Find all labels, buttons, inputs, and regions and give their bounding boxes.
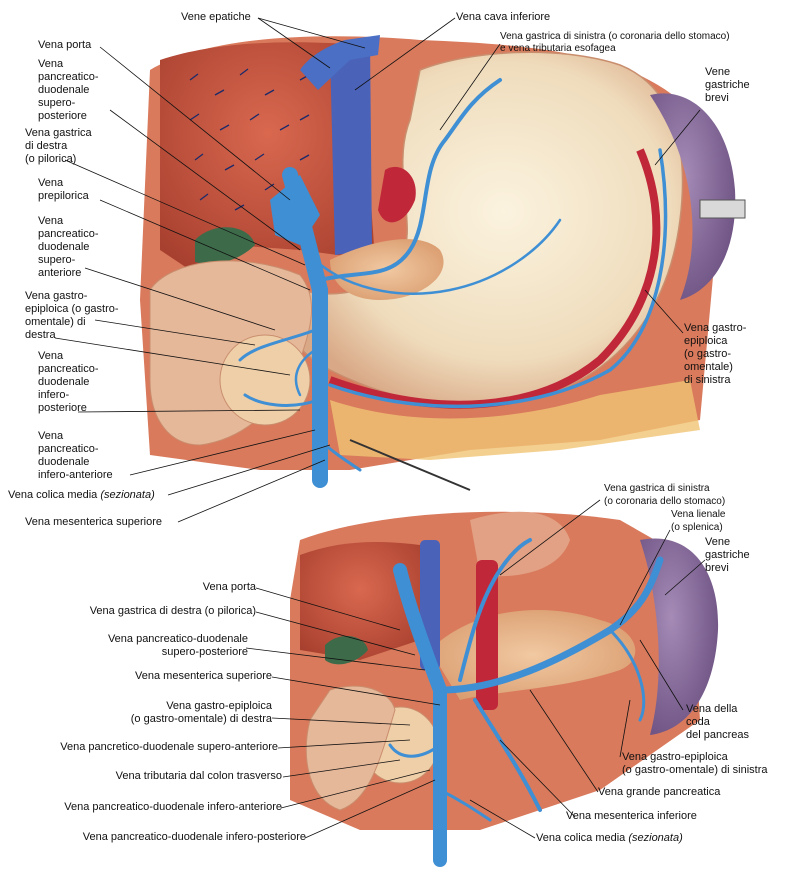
vena-pd-vessel-2 (243, 393, 320, 407)
label-vena-colica-media-top: Vena colica media (sezionata) (8, 489, 155, 501)
vena-gastrica-destra-vessel (303, 218, 562, 295)
label-vena-gastroepiploica-sinistra-bottom: Vena gastro-epiploica (o gastro-omentale… (622, 751, 768, 776)
celiac-artery (378, 166, 416, 223)
bottom-liver (300, 542, 420, 660)
bottom-vena-lienale-vessel (436, 556, 664, 694)
label-vena-coda-pancreas: Vena della coda del pancreas (686, 703, 749, 741)
label-vena-pd-supero-anteriore-top: Vena pancreatico- duodenale supero- ante… (38, 215, 99, 279)
bottom-stomach-remnant (470, 511, 570, 577)
bottom-vena-porta-vessel (393, 563, 447, 867)
label-vena-porta-bottom: Vena porta (202, 581, 256, 593)
vena-gastroepiploica-sinistra-vessel (328, 148, 668, 409)
label-vena-colica-media-bottom: Vena colica media (sezionata) (536, 832, 683, 844)
spleen (650, 93, 736, 300)
vena-pd-vessel-3 (294, 348, 317, 397)
label-vena-lienale: Vena lienale (o splenica) (671, 509, 726, 533)
bottom-vena-gastroepiploica-sinistra-vessel (608, 628, 646, 722)
label-vena-mesenterica-superiore-top: Vena mesenterica superiore (25, 516, 162, 528)
label-vene-epatiche: Vene epatiche (181, 11, 251, 23)
bottom-vena-mesenterica-inferiore-vessel (473, 698, 542, 812)
bottom-vena-pd-vessel (388, 743, 442, 758)
label-vena-pd-infero-anteriore-bottom: Vena pancreatico-duodenale infero-anteri… (64, 801, 282, 813)
liver-flow-arrows (189, 68, 310, 211)
top-figure (140, 35, 746, 491)
label-vena-gastrica-destra-top: Vena gastrica di destra (o pilorica) (25, 127, 92, 165)
vena-gastrica-sinistra-vessel (318, 78, 502, 282)
label-vena-gastroepiploica-sinistra-top: Vena gastro- epiploica (o gastro- omenta… (684, 322, 747, 386)
label-vena-pd-supero-posteriore-bottom: Vena pancreatico-duodenale supero-poster… (107, 633, 248, 658)
omentum (330, 380, 700, 460)
label-vena-tributaria-colon: Vena tributaria dal colon trasverso (115, 770, 282, 782)
vena-cava-inferiore-shape (330, 40, 372, 255)
bottom-spleen (640, 538, 719, 735)
label-vena-gastrica-sinistra: Vena gastrica di sinistra (o coronaria d… (500, 31, 730, 42)
label-vene-gastriche-brevi-top: Vene gastriche brevi (705, 66, 750, 104)
label-vena-gastroepiploica-destra-bottom: Vena gastro-epiploica (o gastro-omentale… (130, 700, 272, 725)
vene-epatiche-shape (300, 35, 380, 90)
leader-lines (54, 17, 706, 839)
label-vena-gastroepiploica-destra-top: Vena gastro- epiploica (o gastro- omenta… (25, 290, 119, 341)
label-vena-pd-infero-posteriore-top: Vena pancreatico- duodenale infero- post… (38, 350, 99, 414)
bottom-vena-colica-vessel (438, 788, 492, 822)
bottom-gallbladder (325, 635, 368, 665)
forceps (349, 439, 471, 491)
bottom-vena-gastrica-sinistra-vessel (458, 538, 532, 682)
label-vena-cava-inferiore: Vena cava inferiore (456, 11, 551, 23)
label-vena-porta-top: Vena porta (38, 39, 92, 51)
bottom-venous-system (388, 538, 664, 867)
label-vena-mesenterica-inferiore: Vena mesenterica inferiore (566, 810, 697, 822)
label-vena-prepilorica: Vena prepilorica (38, 177, 89, 202)
label-vena-tributaria-esofagea: e vena tributaria esofagea (500, 43, 616, 54)
vena-porta-top (270, 175, 320, 245)
greater-curvature-band (328, 148, 661, 409)
label-vena-mesenterica-superiore-bottom: Vena mesenterica superiore (135, 670, 272, 682)
retractor-clip (699, 199, 746, 219)
label-vena-grande-pancreatica: Vena grande pancreatica (598, 786, 721, 798)
label-vena-gastrica-sinistra-bottom: Vena gastrica di sinistra (o coronaria d… (604, 483, 726, 507)
label-vena-pd-infero-anteriore-top: Vena pancreatico- duodenale infero-anter… (38, 430, 113, 481)
label-vene-gastriche-brevi-bottom: Vene gastriche brevi (705, 536, 750, 574)
bottom-figure (290, 511, 719, 867)
label-vena-pd-infero-posteriore-bottom: Vena pancreatico-duodenale infero-poster… (82, 831, 306, 843)
liver (160, 42, 375, 270)
label-vena-pd-supero-anteriore-bottom: Vena pancretico-duodenale supero-anterio… (60, 741, 278, 753)
bottom-aorta (476, 560, 498, 710)
label-vena-pd-supero-posteriore-top: Vena pancreatico- duodenale supero- post… (38, 58, 99, 122)
bottom-duodenum (305, 685, 396, 811)
label-vena-gastrica-destra-bottom: Vena gastrica di destra (o pilorica) (89, 605, 256, 617)
vena-pd-vessel-1 (238, 328, 317, 362)
vena-colica-media-vessel (318, 438, 362, 472)
top-venous-system (238, 78, 668, 488)
